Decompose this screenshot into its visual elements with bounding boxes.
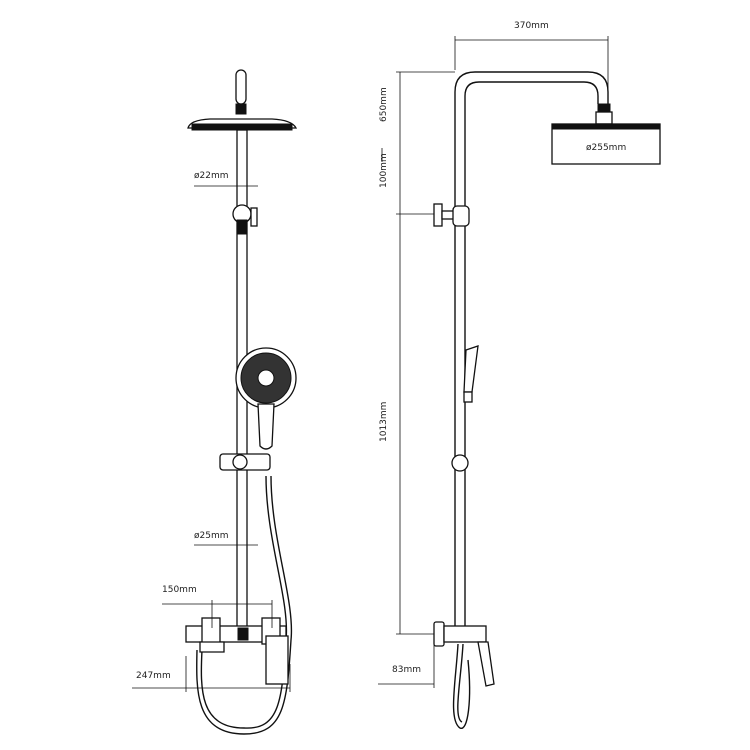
front-mixer-left-arm bbox=[201, 617, 221, 645]
front-dimensions: ø22mm ø25mm 150mm 247mm bbox=[132, 171, 291, 692]
side-head-neck bbox=[595, 111, 613, 125]
side-mixer-lever bbox=[477, 641, 495, 687]
dim-rod-diameter-bottom: ø25mm bbox=[194, 531, 229, 541]
side-mixer-wall-plate bbox=[433, 621, 445, 647]
front-hose-inner bbox=[196, 475, 293, 735]
front-bracket-knob bbox=[232, 454, 248, 470]
side-hand-shower bbox=[463, 345, 479, 393]
dim-rod-diameter-top: ø22mm bbox=[194, 171, 229, 181]
side-hose-inner bbox=[457, 643, 464, 723]
front-diverter-lever bbox=[250, 207, 258, 227]
front-view bbox=[185, 69, 298, 735]
front-hose bbox=[200, 475, 288, 729]
dim-head-diameter: ø255mm bbox=[586, 143, 626, 153]
front-top-connector bbox=[235, 103, 247, 115]
front-rain-head-face bbox=[191, 123, 293, 131]
front-spout bbox=[199, 641, 225, 653]
front-pipe-band bbox=[236, 219, 248, 235]
side-hand-holder bbox=[463, 391, 473, 403]
side-head-connector bbox=[597, 103, 611, 113]
dim-upper-section: 100mm bbox=[379, 153, 389, 188]
side-mixer-body bbox=[443, 625, 487, 643]
dim-outlet-spacing: 150mm bbox=[162, 585, 197, 595]
front-mixer-lever bbox=[265, 635, 289, 685]
side-bracket-knob bbox=[451, 454, 469, 472]
side-rain-head bbox=[551, 123, 661, 165]
dim-mixer-depth: 247mm bbox=[136, 671, 171, 681]
dim-head-reach: 370mm bbox=[514, 21, 549, 31]
side-diverter-collar bbox=[452, 205, 470, 227]
front-mixer-center-nut bbox=[237, 627, 249, 641]
dim-wall-offset: 83mm bbox=[392, 665, 421, 675]
side-view bbox=[433, 71, 661, 729]
front-top-cap bbox=[235, 69, 247, 105]
side-rain-head-top bbox=[551, 123, 661, 130]
side-pipe-outer bbox=[454, 71, 609, 630]
front-hand-shower-handle bbox=[257, 403, 275, 450]
side-diverter-plate bbox=[433, 203, 443, 227]
dim-main-height: 1013mm bbox=[379, 402, 389, 442]
front-hand-shower-center bbox=[257, 369, 275, 387]
dim-top-height: 650mm bbox=[379, 87, 389, 122]
side-dimensions: 370mm ø255mm 650mm 100mm 1013mm 83mm bbox=[378, 21, 626, 688]
side-hose bbox=[452, 643, 471, 729]
side-pipe-inner bbox=[464, 81, 599, 630]
